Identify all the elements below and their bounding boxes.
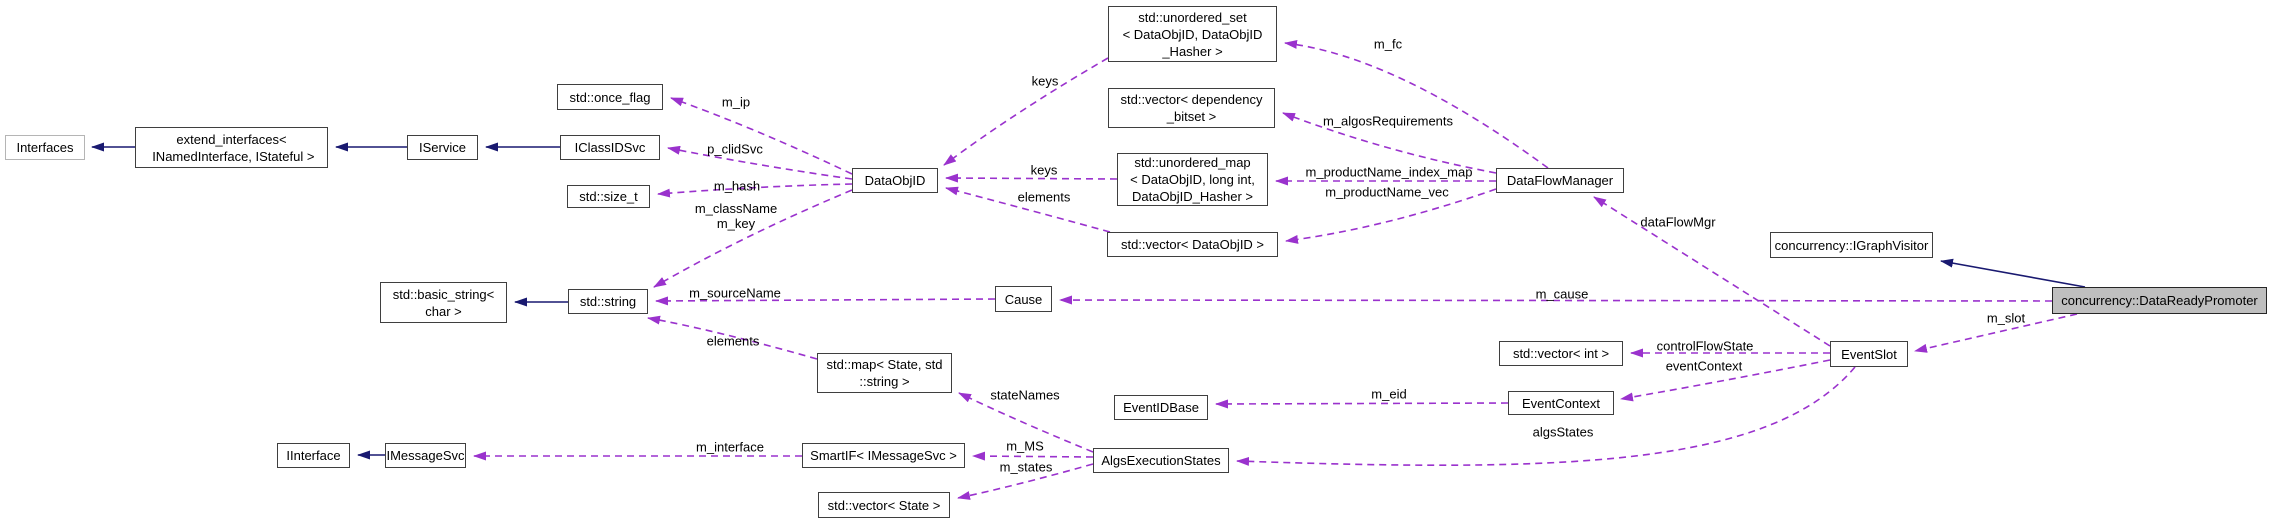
node-unordered_map[interactable]: std::unordered_map < DataObjID, long int… xyxy=(1117,153,1268,206)
node-string[interactable]: std::string xyxy=(568,289,648,314)
edge-label-keys: keys xyxy=(1031,73,1059,89)
node-cause[interactable]: Cause xyxy=(995,286,1052,312)
edge-label-dataFlowMgr: dataFlowMgr xyxy=(1640,214,1716,230)
node-vector_dep[interactable]: std::vector< dependency _bitset > xyxy=(1108,88,1275,128)
edge-label-m_className-m_key: m_className m_key xyxy=(694,201,778,231)
edge-label-m_ip: m_ip xyxy=(721,94,751,110)
edge-dataobjid-once_flag xyxy=(670,97,853,175)
edge-label-m_MS: m_MS xyxy=(1006,438,1044,454)
edge-label-stateNames: stateNames xyxy=(990,387,1060,403)
edge-label-m_states: m_states xyxy=(999,459,1053,475)
edge-datareadypromoter-eventslot xyxy=(1914,313,2078,353)
node-algsexecstates[interactable]: AlgsExecutionStates xyxy=(1093,448,1229,473)
edge-label-eventContext: eventContext xyxy=(1665,358,1743,374)
edge-label-m_hash: m_hash xyxy=(713,178,761,194)
edge-label-m_fc: m_fc xyxy=(1373,36,1403,52)
edge-label-m_algosRequirements: m_algosRequirements xyxy=(1322,113,1454,129)
edge-eventslot-eventcontext xyxy=(1620,359,1831,402)
node-igraphvisitor[interactable]: concurrency::IGraphVisitor xyxy=(1770,232,1933,258)
node-vector_state[interactable]: std::vector< State > xyxy=(818,492,950,518)
edge-datareadypromoter-igraphvisitor xyxy=(1940,258,2086,288)
node-iclassidsvc[interactable]: IClassIDSvc xyxy=(560,135,660,160)
node-once_flag[interactable]: std::once_flag xyxy=(557,84,663,110)
edge-label-elements: elements xyxy=(706,333,760,349)
node-iservice[interactable]: IService xyxy=(407,135,478,160)
node-interfaces[interactable]: Interfaces xyxy=(5,135,85,160)
node-map_state[interactable]: std::map< State, std ::string > xyxy=(817,353,952,393)
node-iinterface[interactable]: IInterface xyxy=(277,443,350,468)
node-datareadypromoter[interactable]: concurrency::DataReadyPromoter xyxy=(2052,287,2267,314)
edge-algsexecstates-vector_state xyxy=(957,463,1094,500)
node-eventslot[interactable]: EventSlot xyxy=(1830,341,1908,367)
edge-label-m_interface: m_interface xyxy=(696,439,764,455)
edge-label-keys: keys xyxy=(1030,162,1058,178)
edge-algsexecstates-smartif xyxy=(972,451,1094,461)
edge-label-elements: elements xyxy=(1017,189,1071,205)
edge-label-m_productName_index_map: m_productName_index_map xyxy=(1305,164,1473,180)
edge-label-m_eid: m_eid xyxy=(1371,386,1407,402)
node-dataobjid[interactable]: DataObjID xyxy=(852,168,938,193)
node-dataflowmanager[interactable]: DataFlowManager xyxy=(1496,168,1624,193)
edge-algsexecstates-map_state xyxy=(958,392,1094,453)
edge-dataflowmanager-unordered_set xyxy=(1284,39,1549,169)
edge-unordered_set-dataobjid xyxy=(943,57,1109,166)
edge-label-p_clidSvc: p_clidSvc xyxy=(707,141,763,157)
edge-dataobjid-string xyxy=(653,189,853,288)
edge-map_state-string xyxy=(647,315,818,360)
node-smartif[interactable]: SmartIF< IMessageSvc > xyxy=(802,443,965,468)
edge-label-controlFlowState: controlFlowState xyxy=(1656,338,1754,354)
edge-label-m_sourceName: m_sourceName xyxy=(689,285,781,301)
edge-eventslot-algsexecstates xyxy=(1236,366,1856,467)
node-basic_string[interactable]: std::basic_string< char > xyxy=(380,282,507,323)
node-size_t[interactable]: std::size_t xyxy=(567,185,650,208)
edge-unordered_map-dataobjid xyxy=(945,173,1118,183)
edge-label-m_cause: m_cause xyxy=(1535,286,1589,302)
edge-datareadypromoter-cause xyxy=(1059,295,2053,305)
node-unordered_set[interactable]: std::unordered_set < DataObjID, DataObjI… xyxy=(1108,6,1277,62)
node-vector_int[interactable]: std::vector< int > xyxy=(1499,341,1623,366)
edge-label-algsStates: algsStates xyxy=(1532,424,1594,440)
edge-label-m_slot: m_slot xyxy=(1986,310,2026,326)
node-extend_interfaces[interactable]: extend_interfaces< INamedInterface, ISta… xyxy=(135,127,328,168)
edge-dataflowmanager-vector_dataobjid xyxy=(1285,188,1497,244)
node-vector_dataobjid[interactable]: std::vector< DataObjID > xyxy=(1107,232,1278,257)
edge-eventcontext-eventidbase xyxy=(1215,399,1509,409)
edge-cause-string xyxy=(655,296,996,306)
edge-label-m_productName_vec: m_productName_vec xyxy=(1325,184,1449,200)
node-eventidbase[interactable]: EventIDBase xyxy=(1114,395,1208,420)
node-eventcontext[interactable]: EventContext xyxy=(1508,391,1614,415)
edge-dataflowmanager-vector_dep xyxy=(1282,112,1497,174)
edge-dataobjid-size_t xyxy=(657,183,853,198)
node-imessagesvc[interactable]: IMessageSvc xyxy=(385,443,466,468)
edge-eventslot-dataflowmanager xyxy=(1593,196,1831,347)
